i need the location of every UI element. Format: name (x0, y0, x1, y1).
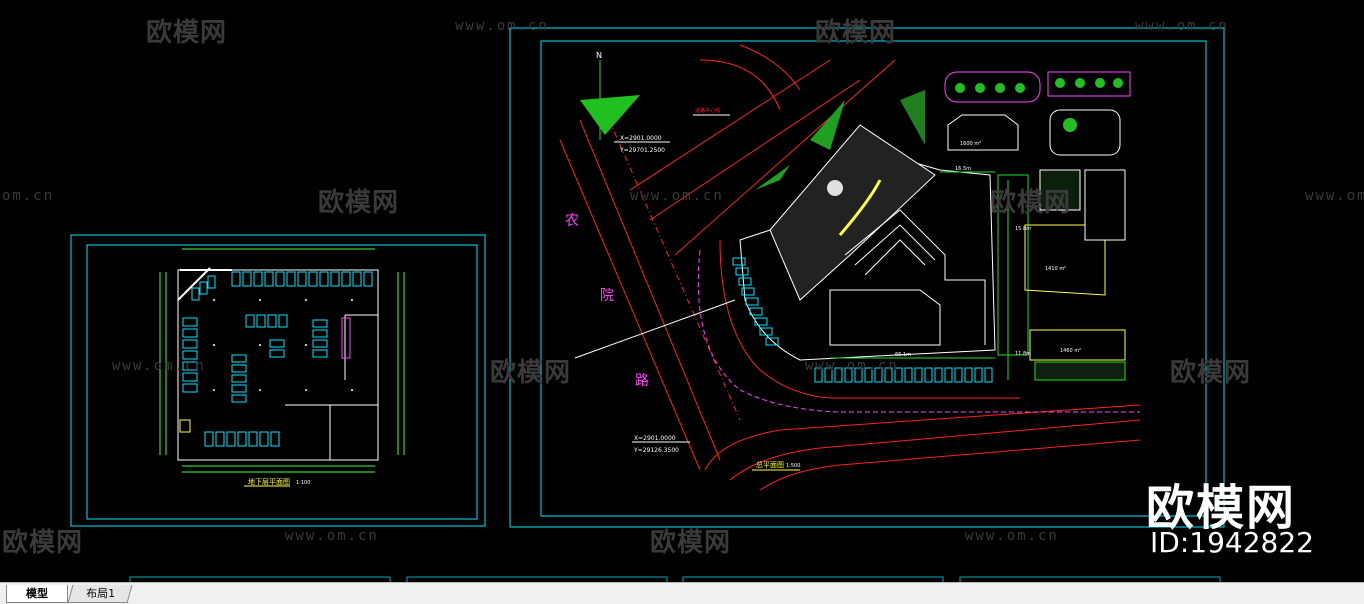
dim-top: 16.5m (955, 166, 971, 172)
watermark-url: www.om.cn (630, 188, 724, 204)
dim-bottom: 66.1m (895, 352, 911, 358)
watermark-url: www.om.cn (805, 358, 899, 374)
site-scale: 1:500 (786, 463, 800, 469)
building-a-area: 1600 m² (960, 141, 981, 147)
road-char-1: 农 (565, 213, 579, 229)
watermark-brand: 欧模网 (1170, 358, 1252, 388)
brand-logo-text: 欧模网 (1146, 480, 1297, 536)
layout-tab-bar: 模型 布局1 (0, 582, 1364, 604)
tab-layout-1-label: 布局1 (85, 587, 115, 600)
basement-title: 地下层平面图 (248, 477, 290, 486)
layout-frames-strip (129, 576, 1221, 582)
dim-right-2: 11.8m (1015, 351, 1031, 357)
dim-right-1: 15.8m (1015, 226, 1031, 232)
watermark-url: www.om.cn (1135, 18, 1229, 34)
north-label: N (596, 51, 602, 60)
site-plan-sheet: N X=2901.0000 Y=29701.2500 X=2901.0000 Y… (509, 27, 1225, 528)
resource-id: ID:1942822 (1150, 526, 1314, 559)
coord-top-y: Y=29701.2500 (619, 147, 665, 154)
coord-bottom-x: X=2901.0000 (634, 435, 676, 442)
building-b-area: 1410 m² (1045, 266, 1066, 272)
site-title: 总平面图 (756, 460, 784, 469)
watermark-url: om.cn (2, 188, 55, 204)
cad-model-space[interactable]: 地下层平面图 1:100 (0, 0, 1364, 582)
coord-bottom-y: Y=29126.3500 (633, 447, 679, 454)
tab-layout-1[interactable]: 布局1 (67, 585, 133, 603)
road-char-2: 院 (600, 288, 614, 304)
coord-top-x: X=2901.0000 (620, 135, 662, 142)
watermark-brand: 欧模网 (146, 18, 228, 48)
basement-scale: 1:100 (296, 480, 310, 486)
watermark-brand: 欧模网 (650, 528, 732, 558)
watermark-url: www.om.cn (285, 528, 379, 544)
watermark-brand: 欧模网 (815, 18, 897, 48)
basement-plan-sheet: 地下层平面图 1:100 (70, 234, 486, 527)
road-char-3: 路 (635, 373, 649, 389)
watermark-url: www.om.cn (1305, 188, 1364, 204)
building-c-area: 1460 m² (1060, 348, 1081, 354)
tab-model-label: 模型 (26, 587, 48, 600)
road-center-tag: 道路中心线 (695, 107, 720, 114)
watermark-brand: 欧模网 (318, 188, 400, 218)
watermark-brand: 欧模网 (2, 528, 84, 558)
watermark-url: www.om.cn (112, 358, 206, 374)
watermark-url: www.om.cn (455, 18, 549, 34)
watermark-brand: 欧模网 (990, 188, 1072, 218)
watermark-url: www.om.cn (965, 528, 1059, 544)
cad-drawing: 地下层平面图 1:100 (70, 27, 1225, 582)
tab-model[interactable]: 模型 (6, 585, 68, 603)
watermark-brand: 欧模网 (490, 358, 572, 388)
